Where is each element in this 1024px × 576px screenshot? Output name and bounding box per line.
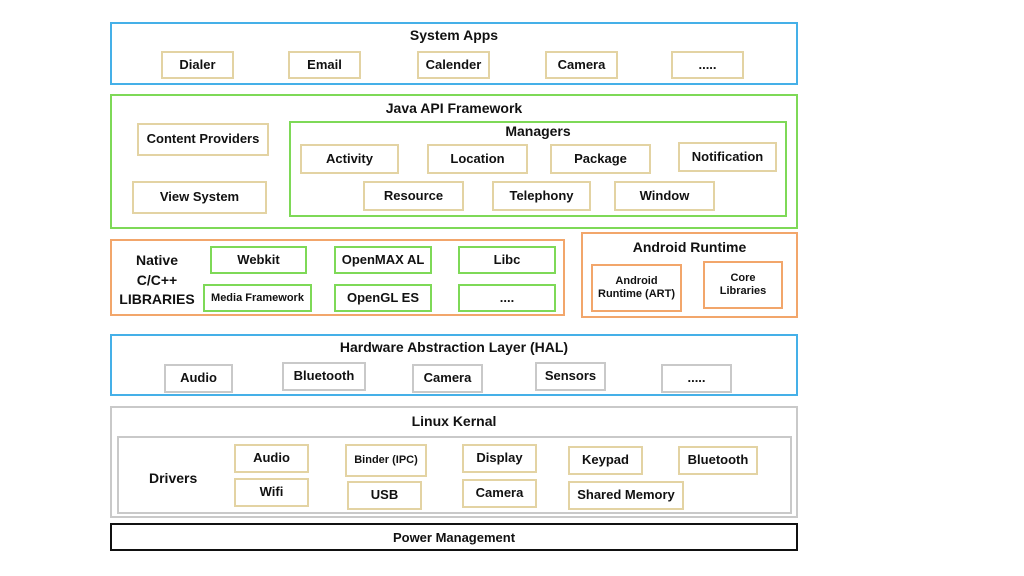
linux-kernel-layer: Linux Kernal Drivers Audio Wifi Binder (… (110, 406, 798, 518)
lib-opengl-es: OpenGL ES (334, 284, 432, 312)
linux-kernel-title: Linux Kernal (411, 413, 497, 429)
native-libraries-label: Native C/C++ LIBRARIES (112, 251, 202, 310)
driver-bluetooth: Bluetooth (678, 446, 758, 475)
native-label-line3: LIBRARIES (119, 291, 195, 308)
art-line2: Runtime (ART) (598, 288, 675, 300)
lib-libc: Libc (458, 246, 556, 274)
hal-layer: Hardware Abstraction Layer (HAL) Audio B… (110, 334, 798, 396)
app-more: ..... (671, 51, 744, 79)
manager-window: Window (614, 181, 715, 211)
power-management-layer: Power Management (110, 523, 798, 551)
native-label-line1: Native (135, 252, 179, 268)
java-api-framework-layer: Java API Framework Content Providers Vie… (110, 94, 798, 229)
art-line1: Android (615, 275, 658, 288)
drivers-label: Drivers (149, 470, 198, 486)
driver-display: Display (462, 444, 537, 473)
content-providers: Content Providers (137, 123, 269, 156)
managers-group: Managers Activity Location Package Notif… (289, 121, 787, 217)
app-calender: Calender (417, 51, 490, 79)
driver-camera: Camera (462, 479, 537, 508)
hal-title: Hardware Abstraction Layer (HAL) (339, 339, 569, 355)
core-libraries: Core Libraries (703, 261, 783, 309)
hal-more: ..... (661, 364, 732, 393)
manager-activity: Activity (300, 144, 399, 174)
driver-keypad: Keypad (568, 446, 643, 475)
manager-location: Location (427, 144, 528, 174)
native-label-line2: C/C++ (136, 271, 178, 288)
managers-title: Managers (505, 123, 571, 139)
system-apps-title: System Apps (409, 27, 499, 43)
system-apps-layer: System Apps Dialer Email Calender Camera… (110, 22, 798, 85)
driver-binder-ipc: Binder (IPC) (345, 444, 427, 477)
lib-more: .... (458, 284, 556, 312)
drivers-group: Drivers Audio Wifi Binder (IPC) USB Disp… (117, 436, 792, 514)
power-management-label: Power Management (392, 529, 516, 545)
app-email: Email (288, 51, 361, 79)
android-runtime-title: Android Runtime (632, 239, 747, 255)
driver-shared-memory: Shared Memory (568, 481, 684, 510)
manager-notification: Notification (678, 142, 777, 172)
core-line1: Core (730, 272, 756, 285)
native-libraries-layer: Native C/C++ LIBRARIES Webkit OpenMAX AL… (110, 239, 565, 316)
core-line2: Libraries (719, 285, 767, 297)
hal-sensors: Sensors (535, 362, 606, 391)
manager-resource: Resource (363, 181, 464, 211)
driver-usb: USB (347, 481, 422, 510)
driver-audio: Audio (234, 444, 309, 473)
lib-media-framework: Media Framework (203, 284, 312, 312)
hal-bluetooth: Bluetooth (282, 362, 366, 391)
lib-openmax-al: OpenMAX AL (334, 246, 432, 274)
driver-wifi: Wifi (234, 478, 309, 507)
manager-telephony: Telephony (492, 181, 591, 211)
app-camera: Camera (545, 51, 618, 79)
hal-audio: Audio (164, 364, 233, 393)
app-dialer: Dialer (161, 51, 234, 79)
java-api-title: Java API Framework (385, 100, 523, 116)
view-system: View System (132, 181, 267, 214)
lib-webkit: Webkit (210, 246, 307, 274)
android-runtime-layer: Android Runtime Android Runtime (ART) Co… (581, 232, 798, 318)
hal-camera: Camera (412, 364, 483, 393)
manager-package: Package (550, 144, 651, 174)
android-runtime-art: Android Runtime (ART) (591, 264, 682, 312)
